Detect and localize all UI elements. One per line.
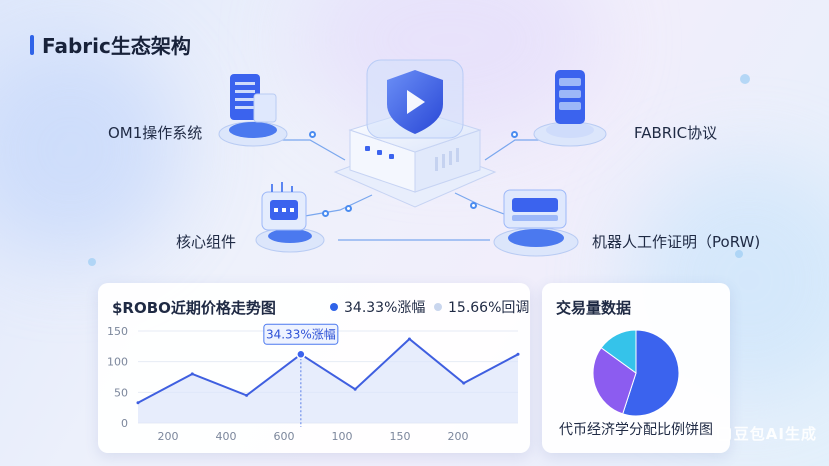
watermark-logo-icon [716, 427, 731, 441]
y-tick-label: 100 [107, 356, 128, 369]
y-tick-label: 50 [114, 386, 128, 399]
x-tick-label: 600 [274, 430, 295, 443]
hub-vents [435, 148, 459, 171]
connector-node-dot [470, 202, 477, 209]
volume-card: 交易量数据 代币经济学分配比例饼图 [542, 283, 730, 453]
x-tick-label: 100 [332, 430, 353, 443]
deco-dot [88, 258, 96, 266]
node-label-porw: 机器人工作证明（PoRW) [592, 233, 761, 251]
tooltip-box [263, 323, 339, 345]
pie-caption: 代币经济学分配比例饼图 [559, 422, 713, 438]
node-label-fabric-protocol: FABRIC协议 [634, 124, 718, 142]
tooltip-label: 34.33%涨幅 [266, 326, 336, 341]
om1-node [218, 74, 288, 147]
highlight-point [296, 349, 306, 360]
volume-title: 交易量数据 [556, 299, 632, 317]
series-line [137, 337, 519, 404]
data-point [136, 401, 140, 405]
title-accent-bar [30, 34, 34, 55]
watermark-text: 豆包AI生成 [733, 425, 817, 443]
legend-label-rise: 34.33%涨幅 [344, 300, 426, 316]
legend-label-pullback: 15.66%回调 [448, 300, 530, 316]
watermark: 豆包AI生成 [716, 423, 817, 444]
x-tick-label: 200 [448, 430, 469, 443]
data-point [190, 372, 194, 376]
central-hub [333, 59, 497, 208]
legend-swatch-rise [330, 303, 338, 311]
deco-dot [740, 74, 750, 84]
pie-slice [592, 347, 637, 415]
data-point [462, 381, 466, 385]
title-bar: Fabric生态架构 [30, 30, 191, 59]
porw-node [493, 189, 579, 257]
deco-dot [735, 250, 743, 258]
legend-swatch-pullback [434, 303, 442, 311]
price-trend-card: $ROBO近期价格走势图 34.33%涨幅 15.66%回调 0 50 100 150… [98, 283, 530, 453]
connector-node-dot [322, 210, 329, 217]
x-tick-label: 150 [390, 430, 411, 443]
legend-item-rise: 34.33%涨幅 [330, 297, 425, 317]
data-point [245, 393, 249, 397]
connector-core [304, 194, 373, 217]
legend-item-pullback: 15.66%回调 [434, 297, 529, 317]
x-tick-label: 400 [216, 430, 237, 443]
shield-play-glyph [407, 90, 425, 114]
x-tick-label: 200 [158, 430, 179, 443]
data-point [516, 352, 520, 356]
hub-leds [365, 146, 394, 159]
fabric-protocol-node [533, 70, 607, 147]
data-point [407, 337, 411, 341]
connector-node-dot [345, 205, 352, 212]
node-label-core-components: 核心组件 [176, 233, 237, 251]
data-point [353, 387, 357, 391]
core-components-node [255, 182, 325, 253]
pie-slice [622, 329, 680, 417]
connector-node-dot [511, 131, 518, 138]
y-tick-label: 150 [107, 325, 128, 338]
node-label-om1: OM1操作系统 [108, 124, 203, 142]
bg-glow-left [0, 40, 180, 260]
price-line-chart: 0 50 100 150 200 400 600 100 150 200 34.33%涨幅 [107, 323, 520, 443]
price-trend-title: $ROBO近期价格走势图 [112, 299, 276, 317]
y-tick-label: 0 [121, 417, 128, 430]
token-pie-chart [592, 329, 680, 417]
pie-slice [600, 329, 637, 374]
connector-node-dot [309, 131, 316, 138]
page-title: Fabric生态架构 [42, 34, 191, 58]
area-fill [138, 338, 518, 423]
